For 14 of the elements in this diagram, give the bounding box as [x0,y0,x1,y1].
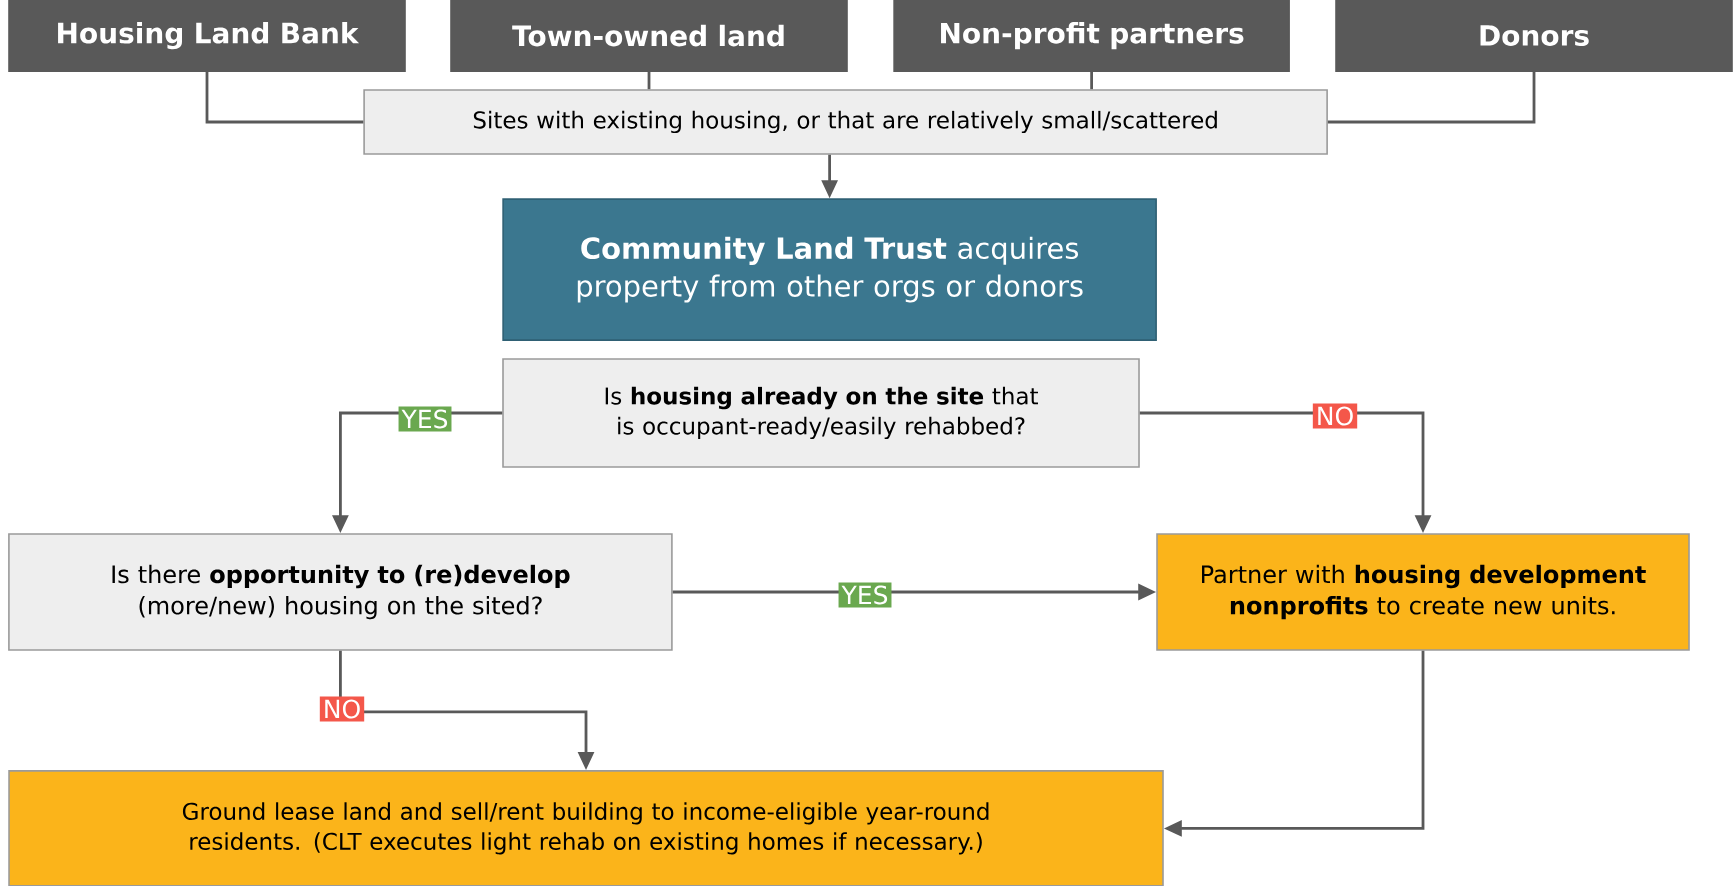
source-box: Non-profit partners [893,0,1290,72]
edge-label: NO [319,696,365,722]
source-box: Donors [1335,0,1733,72]
edge-label: NO [1312,403,1358,429]
process-box: Sites with existing housing, or that are relatively small/scattered [363,89,1328,155]
edge-label: YES [398,406,452,432]
source-box: Town-owned land [450,0,848,72]
decision-box: Is there opportunity to (re)develop (more/new) housing on the sited? [8,533,673,651]
action-box: Partner with housing development nonprofits to create new units. [1156,533,1690,651]
action-box: Ground lease land and sell/rent building to income-eligible year-round residents. (CLT executes light rehab on existing homes if necessary.) [8,770,1164,886]
decision-box: Is housing already on the site that is occupant-ready/easily rehabbed? [502,358,1140,468]
source-box: Housing Land Bank [8,0,406,72]
process-box: Community Land Trust acquires property from other orgs or donors [502,198,1157,341]
edge-label: YES [838,582,892,608]
